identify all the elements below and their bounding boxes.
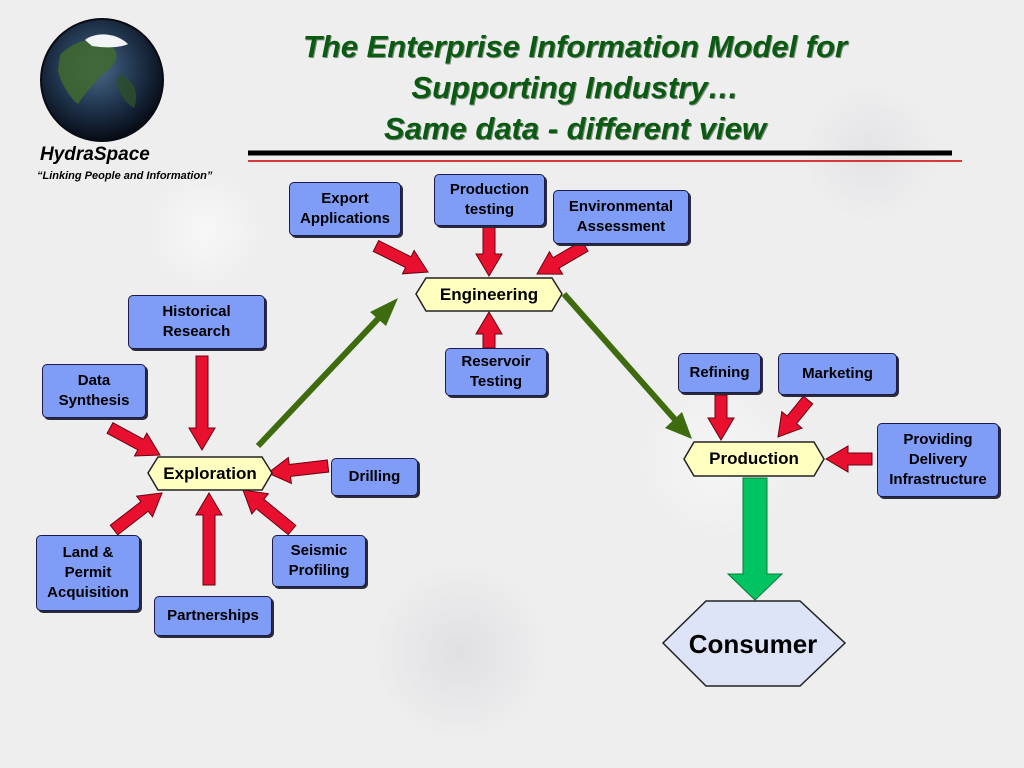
land-permit-arrow [109, 492, 163, 536]
brand-tagline: “Linking People and Information” [37, 170, 213, 182]
engineering-to-production-arrowhead [665, 412, 692, 439]
slide-title: The Enterprise Information Model for Sup… [250, 26, 900, 149]
production-hub: Production [709, 449, 799, 468]
marketing-box: Marketing [778, 353, 897, 395]
title-line-1: The Enterprise Information Model for [302, 29, 848, 64]
drilling-arrow [267, 456, 330, 485]
brand-name: HydraSpace [40, 144, 150, 165]
earth-globe-icon [40, 18, 164, 142]
seismic-profiling-arrow [242, 489, 297, 536]
reservoir-testing-box: Reservoir Testing [445, 348, 547, 396]
title-line-2: Supporting Industry… [411, 70, 739, 105]
engineering-hub: Engineering [439, 284, 539, 304]
partnerships-box: Partnerships [154, 596, 272, 636]
seismic-profiling-box: Seismic Profiling [272, 535, 366, 587]
production-testing-box: Production testing [434, 174, 545, 226]
providing-delivery-arrow [825, 445, 873, 473]
land-permit-acquisition-box: Land & Permit Acquisition [36, 535, 140, 611]
input-arrows [106, 225, 873, 586]
partnerships-arrow [195, 492, 223, 586]
reservoir-testing-arrow [475, 311, 503, 349]
environmental-assessment-arrow [536, 240, 589, 275]
export-applications-box: Export Applications [289, 182, 401, 236]
providing-delivery-infrastructure-box: Providing Delivery Infrastructure [877, 423, 999, 497]
exploration-hub-shape [147, 456, 273, 491]
refining-box: Refining [678, 353, 761, 393]
data-synthesis-box: Data Synthesis [42, 364, 146, 418]
consumer-shape [661, 600, 847, 687]
environmental-assessment-box: Environmental Assessment [553, 190, 689, 244]
drilling-box: Drilling [331, 458, 418, 496]
historical-research-box: Historical Research [128, 295, 265, 349]
data-synthesis-arrow [106, 422, 161, 457]
refining-arrow [707, 394, 735, 441]
engineering-to-production-arrow [561, 292, 689, 434]
engineering-hub-shape [415, 277, 563, 312]
production-testing-arrow [475, 225, 503, 277]
flow-arrows [255, 292, 692, 449]
production-hub-shape [683, 441, 825, 477]
title-line-3: Same data - different view [384, 111, 766, 146]
exploration-hub: Exploration [163, 463, 257, 483]
exploration-to-engineering-arrowhead [370, 298, 398, 326]
consumer-label: Consumer [688, 628, 818, 659]
exploration-to-engineering-arrow [255, 301, 395, 449]
historical-research-arrow [188, 355, 216, 451]
production-to-consumer-arrow [726, 477, 784, 601]
marketing-arrow [777, 395, 814, 438]
export-applications-arrow [372, 239, 429, 275]
